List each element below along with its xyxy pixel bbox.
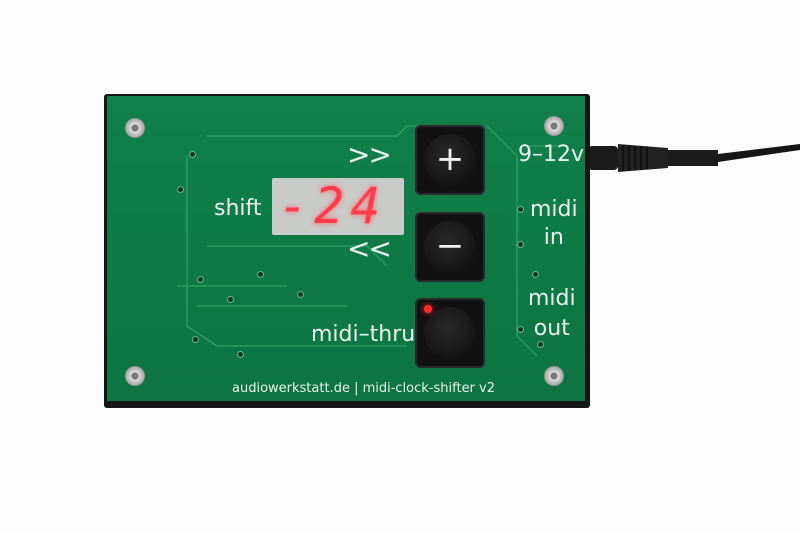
pcb-board bbox=[107, 96, 585, 401]
midi-in-label-line1: midi bbox=[530, 197, 578, 222]
faster-label: >> bbox=[347, 138, 392, 171]
midi-in-label-line2: in bbox=[543, 225, 564, 250]
minus-icon: − bbox=[424, 221, 476, 273]
screw-icon bbox=[125, 366, 145, 386]
minus-button[interactable]: − bbox=[415, 212, 485, 282]
power-label: 9–12v bbox=[518, 142, 585, 167]
midi-thru-label: midi–thru bbox=[311, 322, 416, 347]
footer-text: audiowerkstatt.de | midi-clock-shifter v… bbox=[232, 381, 496, 396]
shift-label: shift bbox=[214, 196, 262, 221]
midi-out-label-line1: midi bbox=[528, 286, 576, 311]
midi-thru-led-icon bbox=[424, 305, 432, 313]
seven-segment-display: -24 bbox=[272, 178, 404, 235]
midi-out-label: midi out bbox=[528, 284, 576, 344]
midi-thru-button[interactable] bbox=[415, 298, 485, 368]
circuit-traces bbox=[177, 125, 567, 357]
plus-icon: + bbox=[424, 134, 476, 186]
power-cable bbox=[588, 144, 800, 172]
midi-out-label-line2: out bbox=[533, 316, 570, 341]
plus-button[interactable]: + bbox=[415, 125, 485, 195]
slower-label: << bbox=[347, 232, 392, 265]
screw-icon bbox=[125, 118, 145, 138]
midi-in-label: midi in bbox=[530, 196, 578, 252]
display-value: -24 bbox=[278, 177, 387, 235]
button-cap bbox=[424, 307, 476, 359]
screw-icon bbox=[544, 366, 564, 386]
screw-icon bbox=[544, 116, 564, 136]
